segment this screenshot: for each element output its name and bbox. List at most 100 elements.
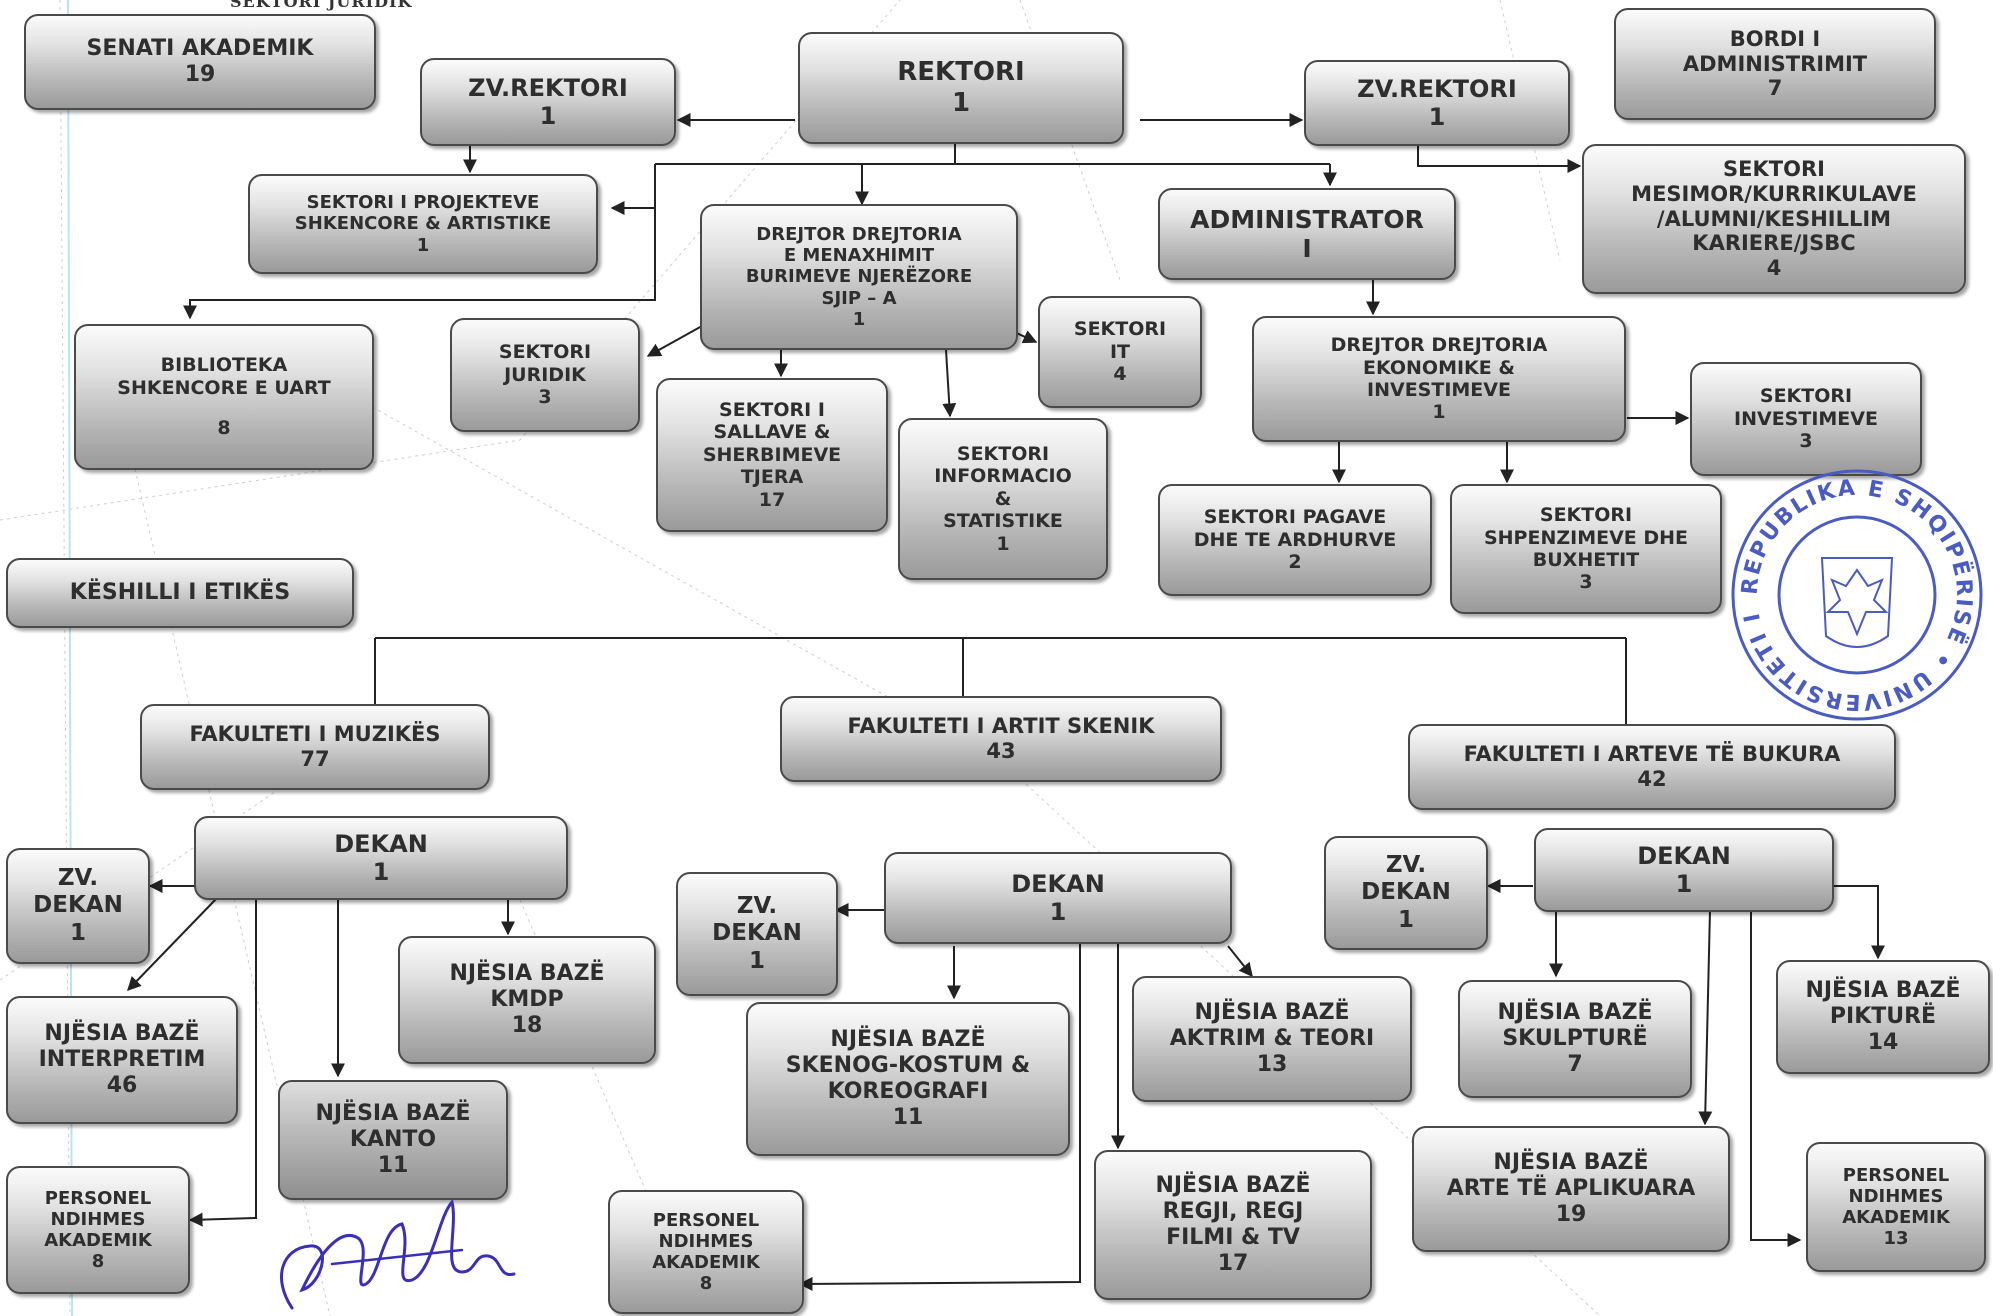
node-sektori-pagave: SEKTORI PAGAVE DHE TE ARDHURVE 2 (1158, 484, 1432, 596)
header-fragment: SEKTORI JURIDIK (230, 0, 413, 11)
node-count: 18 (511, 1012, 543, 1038)
node-count: 11 (892, 1104, 924, 1130)
node-senati-akademik: SENATI AKADEMIK 19 (24, 14, 376, 110)
node-biblioteka: BIBLIOTEKA SHKENCORE E UART 8 (74, 324, 374, 470)
node-title: SEKTORI I SALLAVE & SHERBIMEVE TJERA (702, 398, 842, 489)
node-title: DEKAN (334, 829, 428, 858)
node-drejtor-burimeve-njerezore: DREJTOR DREJTORIA E MENAXHIMIT BURIMEVE … (700, 204, 1018, 350)
node-count: 8 (91, 1251, 105, 1273)
node-count: 1 (1049, 898, 1067, 926)
node-sektori-investimeve: SEKTORI INVESTIMEVE 3 (1690, 362, 1922, 476)
node-title: NJËSIA BAZË PIKTURË (1805, 978, 1961, 1030)
node-njesia-kanto: NJËSIA BAZË KANTO 11 (278, 1080, 508, 1200)
node-count: 14 (1867, 1029, 1899, 1055)
node-title: ZV.REKTORI (468, 73, 628, 102)
node-njesia-interpretim: NJËSIA BAZË INTERPRETIM 46 (6, 996, 238, 1124)
node-count: 1 (1428, 103, 1446, 131)
node-title: NJËSIA BAZË SKULPTURË (1497, 1000, 1653, 1052)
node-zv-dekan-skenik: ZV. DEKAN 1 (676, 872, 838, 996)
node-count: 1 (1432, 401, 1446, 424)
node-count: 7 (1567, 1051, 1583, 1077)
node-njesia-aktrim: NJËSIA BAZË AKTRIM & TEORI 13 (1132, 976, 1412, 1102)
node-zv-rektori-left: ZV.REKTORI 1 (420, 58, 676, 146)
node-sektori-mesimor: SEKTORI MESIMOR/KURRIKULAVE /ALUMNI/KESH… (1582, 144, 1966, 294)
node-title: SEKTORI SHPENZIMEVE DHE BUXHETIT (1483, 504, 1689, 571)
node-title: NJËSIA BAZË KANTO (315, 1101, 471, 1153)
node-count: 1 (372, 858, 390, 886)
node-sektori-it: SEKTORI IT 4 (1038, 296, 1202, 408)
node-count: I (1302, 234, 1312, 263)
node-fakulteti-muzikes: FAKULTETI I MUZIKËS 77 (140, 704, 490, 790)
node-title: NJËSIA BAZË REGJI, REGJ FILMI & TV (1155, 1173, 1311, 1250)
node-dekan-bukura: DEKAN 1 (1534, 828, 1834, 912)
node-title: FAKULTETI I ARTIT SKENIK (847, 714, 1155, 739)
node-count: 1 (416, 234, 430, 256)
node-njesia-skulpture: NJËSIA BAZË SKULPTURË 7 (1458, 980, 1692, 1098)
node-title: PERSONEL NDIHMES AKADEMIK (1842, 1164, 1950, 1228)
node-keshilli-etikes: KËSHILLI I ETIKËS (6, 558, 354, 628)
node-sektori-juridik: SEKTORI JURIDIK 3 (450, 318, 640, 432)
node-dekan-muzikes: DEKAN 1 (194, 816, 568, 900)
node-personel-skenik: PERSONEL NDIHMES AKADEMIK 8 (608, 1190, 804, 1314)
node-personel-bukura: PERSONEL NDIHMES AKADEMIK 13 (1806, 1142, 1986, 1272)
node-title: NJËSIA BAZË AKTRIM & TEORI (1169, 1000, 1375, 1052)
node-sektori-shpenzimeve: SEKTORI SHPENZIMEVE DHE BUXHETIT 3 (1450, 484, 1722, 614)
node-njesia-regji: NJËSIA BAZË REGJI, REGJ FILMI & TV 17 (1094, 1150, 1372, 1300)
node-bordi-administrimit: BORDI I ADMINISTRIMIT 7 (1614, 8, 1936, 120)
node-title: ZV. DEKAN (712, 893, 802, 947)
node-count: 17 (758, 488, 786, 511)
official-stamp: REPUBLIKA E SHQIPËRISË • UNIVERSITETI I … (1728, 466, 1983, 721)
node-count: 1 (748, 947, 765, 974)
node-title: SENATI AKADEMIK (86, 36, 314, 62)
node-sektori-sallave: SEKTORI I SALLAVE & SHERBIMEVE TJERA 17 (656, 378, 888, 532)
node-count: 77 (300, 747, 330, 771)
node-title: NJËSIA BAZË INTERPRETIM (38, 1021, 206, 1073)
node-drejtor-ekonomike: DREJTOR DREJTORIA EKONOMIKE & INVESTIMEV… (1252, 316, 1626, 442)
node-count: 1 (1397, 906, 1414, 933)
node-title: REKTORI (897, 57, 1025, 88)
node-dekan-skenik: DEKAN 1 (884, 852, 1232, 944)
node-title: DEKAN (1637, 841, 1731, 870)
node-title: DEKAN (1011, 869, 1105, 898)
node-njesia-kmdp: NJËSIA BAZË KMDP 18 (398, 936, 656, 1064)
node-count: 11 (377, 1152, 409, 1178)
node-sektori-projekteve: SEKTORI I PROJEKTEVE SHKENCORE & ARTISTI… (248, 174, 598, 274)
node-count: 3 (1799, 430, 1813, 453)
node-title: SEKTORI PAGAVE DHE TE ARDHURVE (1193, 506, 1397, 551)
node-count: 3 (538, 386, 552, 409)
node-njesia-skenog: NJËSIA BAZË SKENOG-KOSTUM & KOREOGRAFI 1… (746, 1002, 1070, 1156)
node-count: 19 (184, 62, 216, 87)
node-title: BIBLIOTEKA SHKENCORE E UART (117, 354, 331, 399)
node-fakulteti-arteve-bukura: FAKULTETI I ARTEVE TË BUKURA 42 (1408, 724, 1896, 810)
node-title: ADMINISTRATOR (1190, 204, 1424, 234)
node-count: 1 (69, 919, 86, 946)
node-count: 1 (996, 532, 1010, 555)
node-count: 4 (1766, 256, 1782, 281)
node-title: DREJTOR DREJTORIA EKONOMIKE & INVESTIMEV… (1330, 334, 1548, 401)
node-njesia-pikture: NJËSIA BAZË PIKTURË 14 (1776, 960, 1990, 1074)
node-title: ZV. DEKAN (1361, 852, 1451, 906)
node-title: PERSONEL NDIHMES AKADEMIK (44, 1187, 152, 1251)
node-title: KËSHILLI I ETIKËS (69, 580, 291, 606)
node-count: 8 (217, 417, 231, 440)
node-count: 1 (1675, 870, 1693, 898)
node-count: 2 (1288, 551, 1302, 574)
node-title: SEKTORI INFORMACIO & STATISTIKE (934, 442, 1072, 533)
node-title: SEKTORI MESIMOR/KURRIKULAVE /ALUMNI/KESH… (1631, 157, 1917, 256)
node-title: PERSONEL NDIHMES AKADEMIK (652, 1209, 760, 1273)
node-count: 1 (951, 88, 971, 118)
node-title: DREJTOR DREJTORIA E MENAXHIMIT BURIMEVE … (745, 223, 973, 309)
node-title: NJËSIA BAZË SKENOG-KOSTUM & KOREOGRAFI (785, 1027, 1031, 1104)
node-fakulteti-artit-skenik: FAKULTETI I ARTIT SKENIK 43 (780, 696, 1222, 782)
node-count: 13 (1883, 1228, 1909, 1250)
node-title: FAKULTETI I MUZIKËS (189, 722, 441, 747)
node-count: 19 (1555, 1201, 1587, 1227)
node-count: 1 (539, 102, 557, 130)
node-count: 1 (852, 308, 866, 330)
node-title: ZV. DEKAN (33, 865, 123, 919)
node-zv-dekan-bukura: ZV. DEKAN 1 (1324, 836, 1488, 950)
node-administrator: ADMINISTRATOR I (1158, 188, 1456, 280)
node-count: 13 (1256, 1051, 1288, 1077)
node-title: SEKTORI I PROJEKTEVE SHKENCORE & ARTISTI… (294, 192, 552, 235)
